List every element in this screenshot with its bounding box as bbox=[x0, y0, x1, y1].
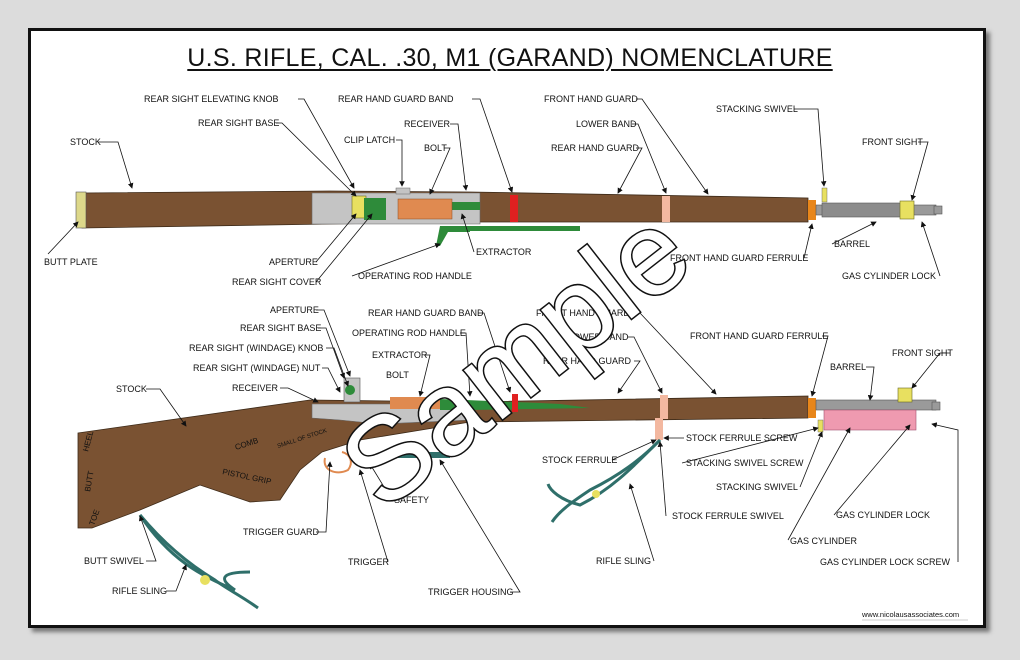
bottom-gas-cylinder bbox=[823, 409, 917, 431]
top-label-rear-sight-elevating-knob: REAR SIGHT ELEVATING KNOB bbox=[144, 94, 279, 104]
top-label-rear-sight-base: REAR SIGHT BASE bbox=[198, 118, 279, 128]
top-op-rod-handle bbox=[436, 226, 470, 246]
bottom-sling-keeper bbox=[200, 575, 210, 585]
bottom-barrel bbox=[815, 399, 937, 411]
top-butt-plate bbox=[75, 191, 87, 229]
top-label-clip-latch: CLIP LATCH bbox=[344, 135, 395, 145]
bottom-label-gas-cylinder-lock: GAS CYLINDER LOCK bbox=[836, 510, 930, 520]
top-bolt bbox=[397, 198, 453, 220]
bottom-rifle bbox=[77, 377, 941, 610]
stock-text-butt: BUTT bbox=[83, 470, 96, 492]
top-label-front-sight: FRONT SIGHT bbox=[862, 137, 923, 147]
bottom-label-receiver: RECEIVER bbox=[232, 383, 279, 393]
bottom-lower-band bbox=[660, 395, 668, 419]
bottom-label-rear-hand-guard: REAR HAND GUARD bbox=[543, 356, 632, 366]
bottom-label-stacking-swivel: STACKING SWIVEL bbox=[716, 482, 798, 492]
bottom-stock-wood bbox=[77, 395, 809, 529]
top-gas-cylinder bbox=[821, 202, 907, 218]
bottom-label-operating-rod-handle: OPERATING ROD HANDLE bbox=[352, 328, 466, 338]
top-label-front-hand-guard-ferrule: FRONT HAND GUARD FERRULE bbox=[670, 253, 808, 263]
bottom-label-lower-band: LOWER BAND bbox=[568, 332, 629, 342]
bottom-label-front-hand-guard: FRONT HAND GUARD bbox=[536, 308, 630, 318]
bottom-label-rifle-sling: RIFLE SLING bbox=[112, 586, 167, 596]
bottom-stacking-swivel bbox=[817, 419, 824, 433]
top-lower-band bbox=[662, 196, 670, 222]
bottom-label-stacking-swivel-screw: STACKING SWIVEL SCREW bbox=[686, 458, 804, 468]
top-rifle bbox=[75, 187, 943, 246]
bottom-bolt bbox=[390, 397, 440, 409]
bottom-label-gas-cylinder: GAS CYLINDER bbox=[790, 536, 858, 546]
bottom-label-rear-sight-windage-knob: REAR SIGHT (WINDAGE) KNOB bbox=[189, 343, 323, 353]
bottom-label-rear-sight-base: REAR SIGHT BASE bbox=[240, 323, 321, 333]
bottom-front-sling-loop bbox=[546, 438, 662, 507]
top-rear-hand-guard-band bbox=[510, 195, 518, 222]
bottom-label-rear-sight-windage-nut: REAR SIGHT (WINDAGE) NUT bbox=[193, 363, 321, 373]
bottom-label-trigger-housing: TRIGGER HOUSING bbox=[428, 587, 514, 597]
top-muzzle bbox=[933, 205, 943, 215]
bottom-label-butt-swivel: BUTT SWIVEL bbox=[84, 556, 144, 566]
top-label-operating-rod-handle: OPERATING ROD HANDLE bbox=[358, 271, 472, 281]
bottom-trigger-guard bbox=[323, 451, 352, 474]
bottom-front-sling-keeper bbox=[592, 490, 600, 498]
bottom-rear-hand-guard-band bbox=[512, 394, 518, 412]
top-op-rod bbox=[440, 202, 480, 210]
bottom-labels: APERTURE REAR SIGHT BASE REAR SIGHT (WIN… bbox=[84, 305, 953, 597]
bottom-label-rear-hand-guard-band: REAR HAND GUARD BAND bbox=[368, 308, 484, 318]
bottom-label-front-hand-guard-ferrule: FRONT HAND GUARD FERRULE bbox=[690, 331, 828, 341]
bottom-label-safety: SAFETY bbox=[394, 495, 429, 505]
top-label-rear-sight-cover: REAR SIGHT COVER bbox=[232, 277, 322, 287]
bottom-front-sling bbox=[550, 438, 662, 523]
top-labels: STOCK REAR SIGHT ELEVATING KNOB REAR SIG… bbox=[44, 94, 936, 287]
bottom-label-trigger-guard: TRIGGER GUARD bbox=[243, 527, 320, 537]
top-label-rear-hand-guard: REAR HAND GUARD bbox=[551, 143, 640, 153]
bottom-stock-ferrule bbox=[655, 418, 663, 440]
top-label-front-hand-guard: FRONT HAND GUARD bbox=[544, 94, 638, 104]
top-front-sight bbox=[899, 200, 915, 220]
bottom-leader-lines bbox=[138, 309, 959, 593]
top-ferrule bbox=[808, 200, 816, 220]
bottom-label-gas-cylinder-lock-screw: GAS CYLINDER LOCK SCREW bbox=[820, 557, 951, 567]
bottom-label-stock: STOCK bbox=[116, 384, 147, 394]
bottom-ferrule bbox=[808, 398, 816, 418]
top-label-barrel: BARREL bbox=[834, 239, 870, 249]
bottom-rear-sling-loop bbox=[138, 514, 251, 592]
top-clip-latch bbox=[395, 187, 411, 195]
top-label-gas-cylinder-lock: GAS CYLINDER LOCK bbox=[842, 271, 936, 281]
bottom-label-stock-ferrule-swivel: STOCK FERRULE SWIVEL bbox=[672, 511, 784, 521]
bottom-label-barrel: BARREL bbox=[830, 362, 866, 372]
top-label-butt-plate: BUTT PLATE bbox=[44, 257, 98, 267]
top-op-rod-extension bbox=[470, 226, 580, 231]
bottom-muzzle bbox=[931, 401, 941, 411]
top-label-bolt: BOLT bbox=[424, 143, 447, 153]
bottom-label-stock-ferrule-screw: STOCK FERRULE SCREW bbox=[686, 433, 798, 443]
top-label-extractor: EXTRACTOR bbox=[476, 247, 532, 257]
top-label-aperture: APERTURE bbox=[269, 257, 318, 267]
bottom-label-extractor: EXTRACTOR bbox=[372, 350, 428, 360]
bottom-label-rifle-sling-front: RIFLE SLING bbox=[596, 556, 651, 566]
top-label-lower-band: LOWER BAND bbox=[576, 119, 637, 129]
bottom-label-bolt: BOLT bbox=[386, 370, 409, 380]
bottom-windage-knob bbox=[345, 385, 355, 395]
top-label-stacking-swivel: STACKING SWIVEL bbox=[716, 104, 798, 114]
top-label-receiver: RECEIVER bbox=[404, 119, 451, 129]
bottom-label-aperture: APERTURE bbox=[270, 305, 319, 315]
bottom-trigger-housing bbox=[380, 452, 450, 458]
top-label-stock: STOCK bbox=[70, 137, 101, 147]
bottom-front-sight bbox=[897, 387, 913, 403]
top-rear-sight-cover bbox=[364, 198, 386, 220]
top-label-rear-hand-guard-band: REAR HAND GUARD BAND bbox=[338, 94, 454, 104]
top-leader-lines bbox=[47, 98, 941, 283]
bottom-label-stock-ferrule: STOCK FERRULE bbox=[542, 455, 617, 465]
poster-frame bbox=[28, 28, 986, 628]
top-stacking-swivel bbox=[821, 187, 828, 203]
bottom-safety bbox=[355, 455, 365, 465]
bottom-label-front-sight: FRONT SIGHT bbox=[892, 348, 953, 358]
website-text: www.nicolausassociates.com bbox=[861, 610, 959, 619]
bottom-label-trigger: TRIGGER bbox=[348, 557, 390, 567]
top-rear-sight bbox=[351, 195, 367, 219]
page-title: U.S. RIFLE, CAL. .30, M1 (GARAND) NOMENC… bbox=[187, 44, 833, 72]
